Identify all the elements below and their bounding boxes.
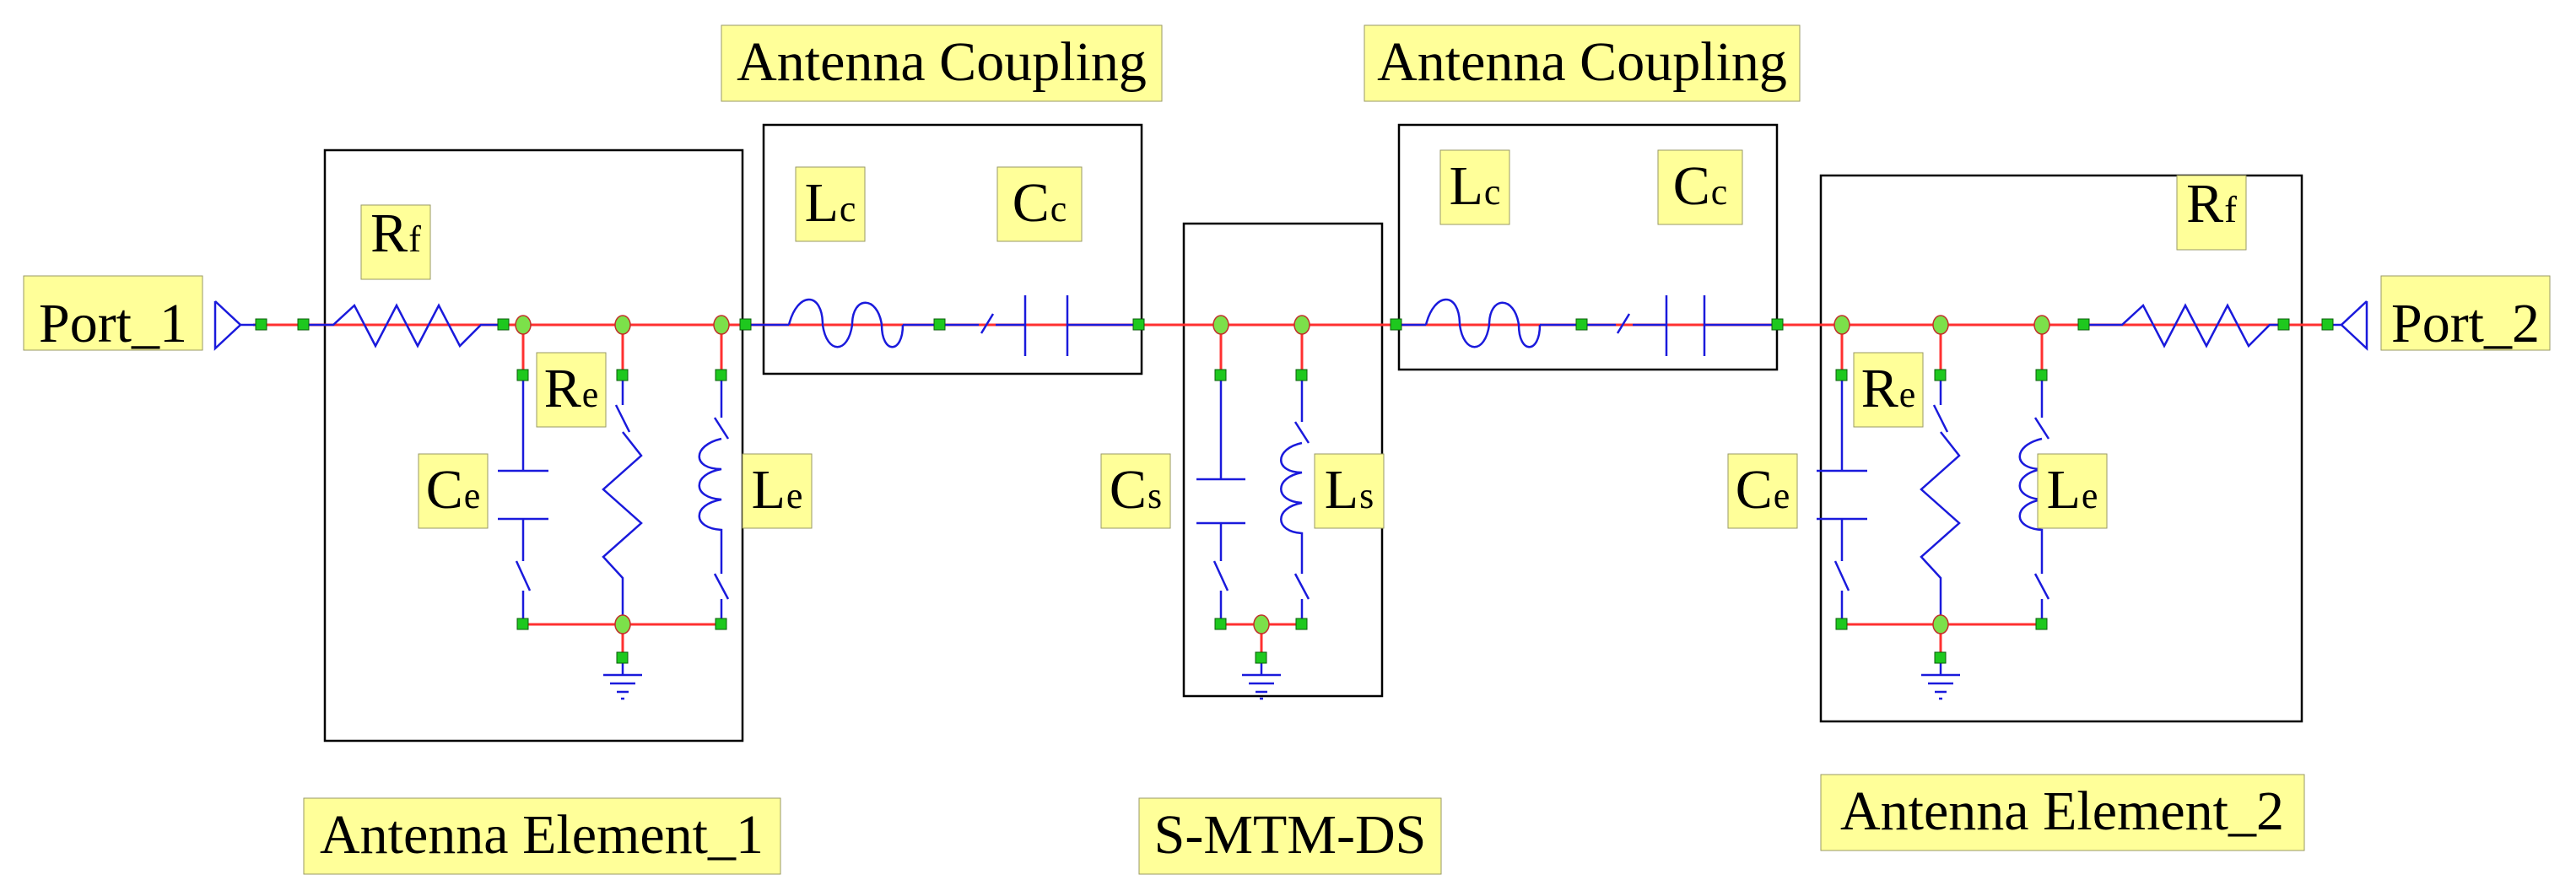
inductor-ls-icon xyxy=(1280,375,1310,624)
inductor-lc1-icon xyxy=(751,298,937,348)
inductor-le1-icon xyxy=(698,375,730,624)
antenna-coupling-2-title: Antenna Coupling xyxy=(1377,31,1787,93)
le2-label: Le xyxy=(2047,459,2098,521)
resistor-re1-icon xyxy=(602,375,643,624)
port-1-label: Port_1 xyxy=(39,293,187,354)
ls-label: Ls xyxy=(1325,459,1374,521)
re1-label: Re xyxy=(544,358,599,419)
resistor-re2-icon xyxy=(1920,375,1961,624)
port-2-terminal-icon xyxy=(2340,300,2368,351)
cs-label: Cs xyxy=(1110,459,1162,521)
antenna-element-1-box xyxy=(323,148,744,742)
rf1-label: Rf xyxy=(370,202,421,264)
antenna-coupling-1-box xyxy=(762,123,1143,375)
inductor-lc2-icon xyxy=(1401,298,1578,348)
port-1-terminal-icon xyxy=(213,300,242,351)
ground-1-icon xyxy=(603,658,642,700)
pin-markers xyxy=(255,318,2334,664)
ce1-label: Ce xyxy=(426,459,481,521)
antenna-element-1-title: Antenna Element_1 xyxy=(320,804,764,866)
antenna-coupling-2-box xyxy=(1397,123,1779,371)
antenna-element-2-box xyxy=(1819,174,2303,723)
le1-label: Le xyxy=(752,459,803,521)
ground-mtm-icon xyxy=(1242,658,1281,700)
ce2-label: Ce xyxy=(1736,459,1790,521)
s-mtm-ds-title: S-MTM-DS xyxy=(1154,804,1427,866)
ground-2-icon xyxy=(1921,658,1960,700)
junction-nodes xyxy=(515,315,2050,634)
cc1-label: Cc xyxy=(1013,172,1067,234)
lc2-label: Lc xyxy=(1450,155,1501,217)
resistor-rf2-icon xyxy=(2084,303,2287,348)
port-2-label: Port_2 xyxy=(2391,293,2540,354)
capacitor-cc1-icon xyxy=(945,295,1139,356)
cc2-label: Cc xyxy=(1673,155,1728,217)
re2-label: Re xyxy=(1861,358,1916,419)
capacitor-cs-icon xyxy=(1196,375,1245,624)
lc1-label: Lc xyxy=(805,172,856,234)
capacitor-cc2-icon xyxy=(1586,295,1776,356)
resistor-rf1-icon xyxy=(304,303,502,348)
antenna-coupling-1-title: Antenna Coupling xyxy=(737,31,1147,93)
rf2-label: Rf xyxy=(2186,173,2237,235)
capacitor-ce1-icon xyxy=(498,375,548,624)
label-backgrounds xyxy=(23,24,2551,875)
antenna-element-2-title: Antenna Element_2 xyxy=(1840,780,2284,842)
